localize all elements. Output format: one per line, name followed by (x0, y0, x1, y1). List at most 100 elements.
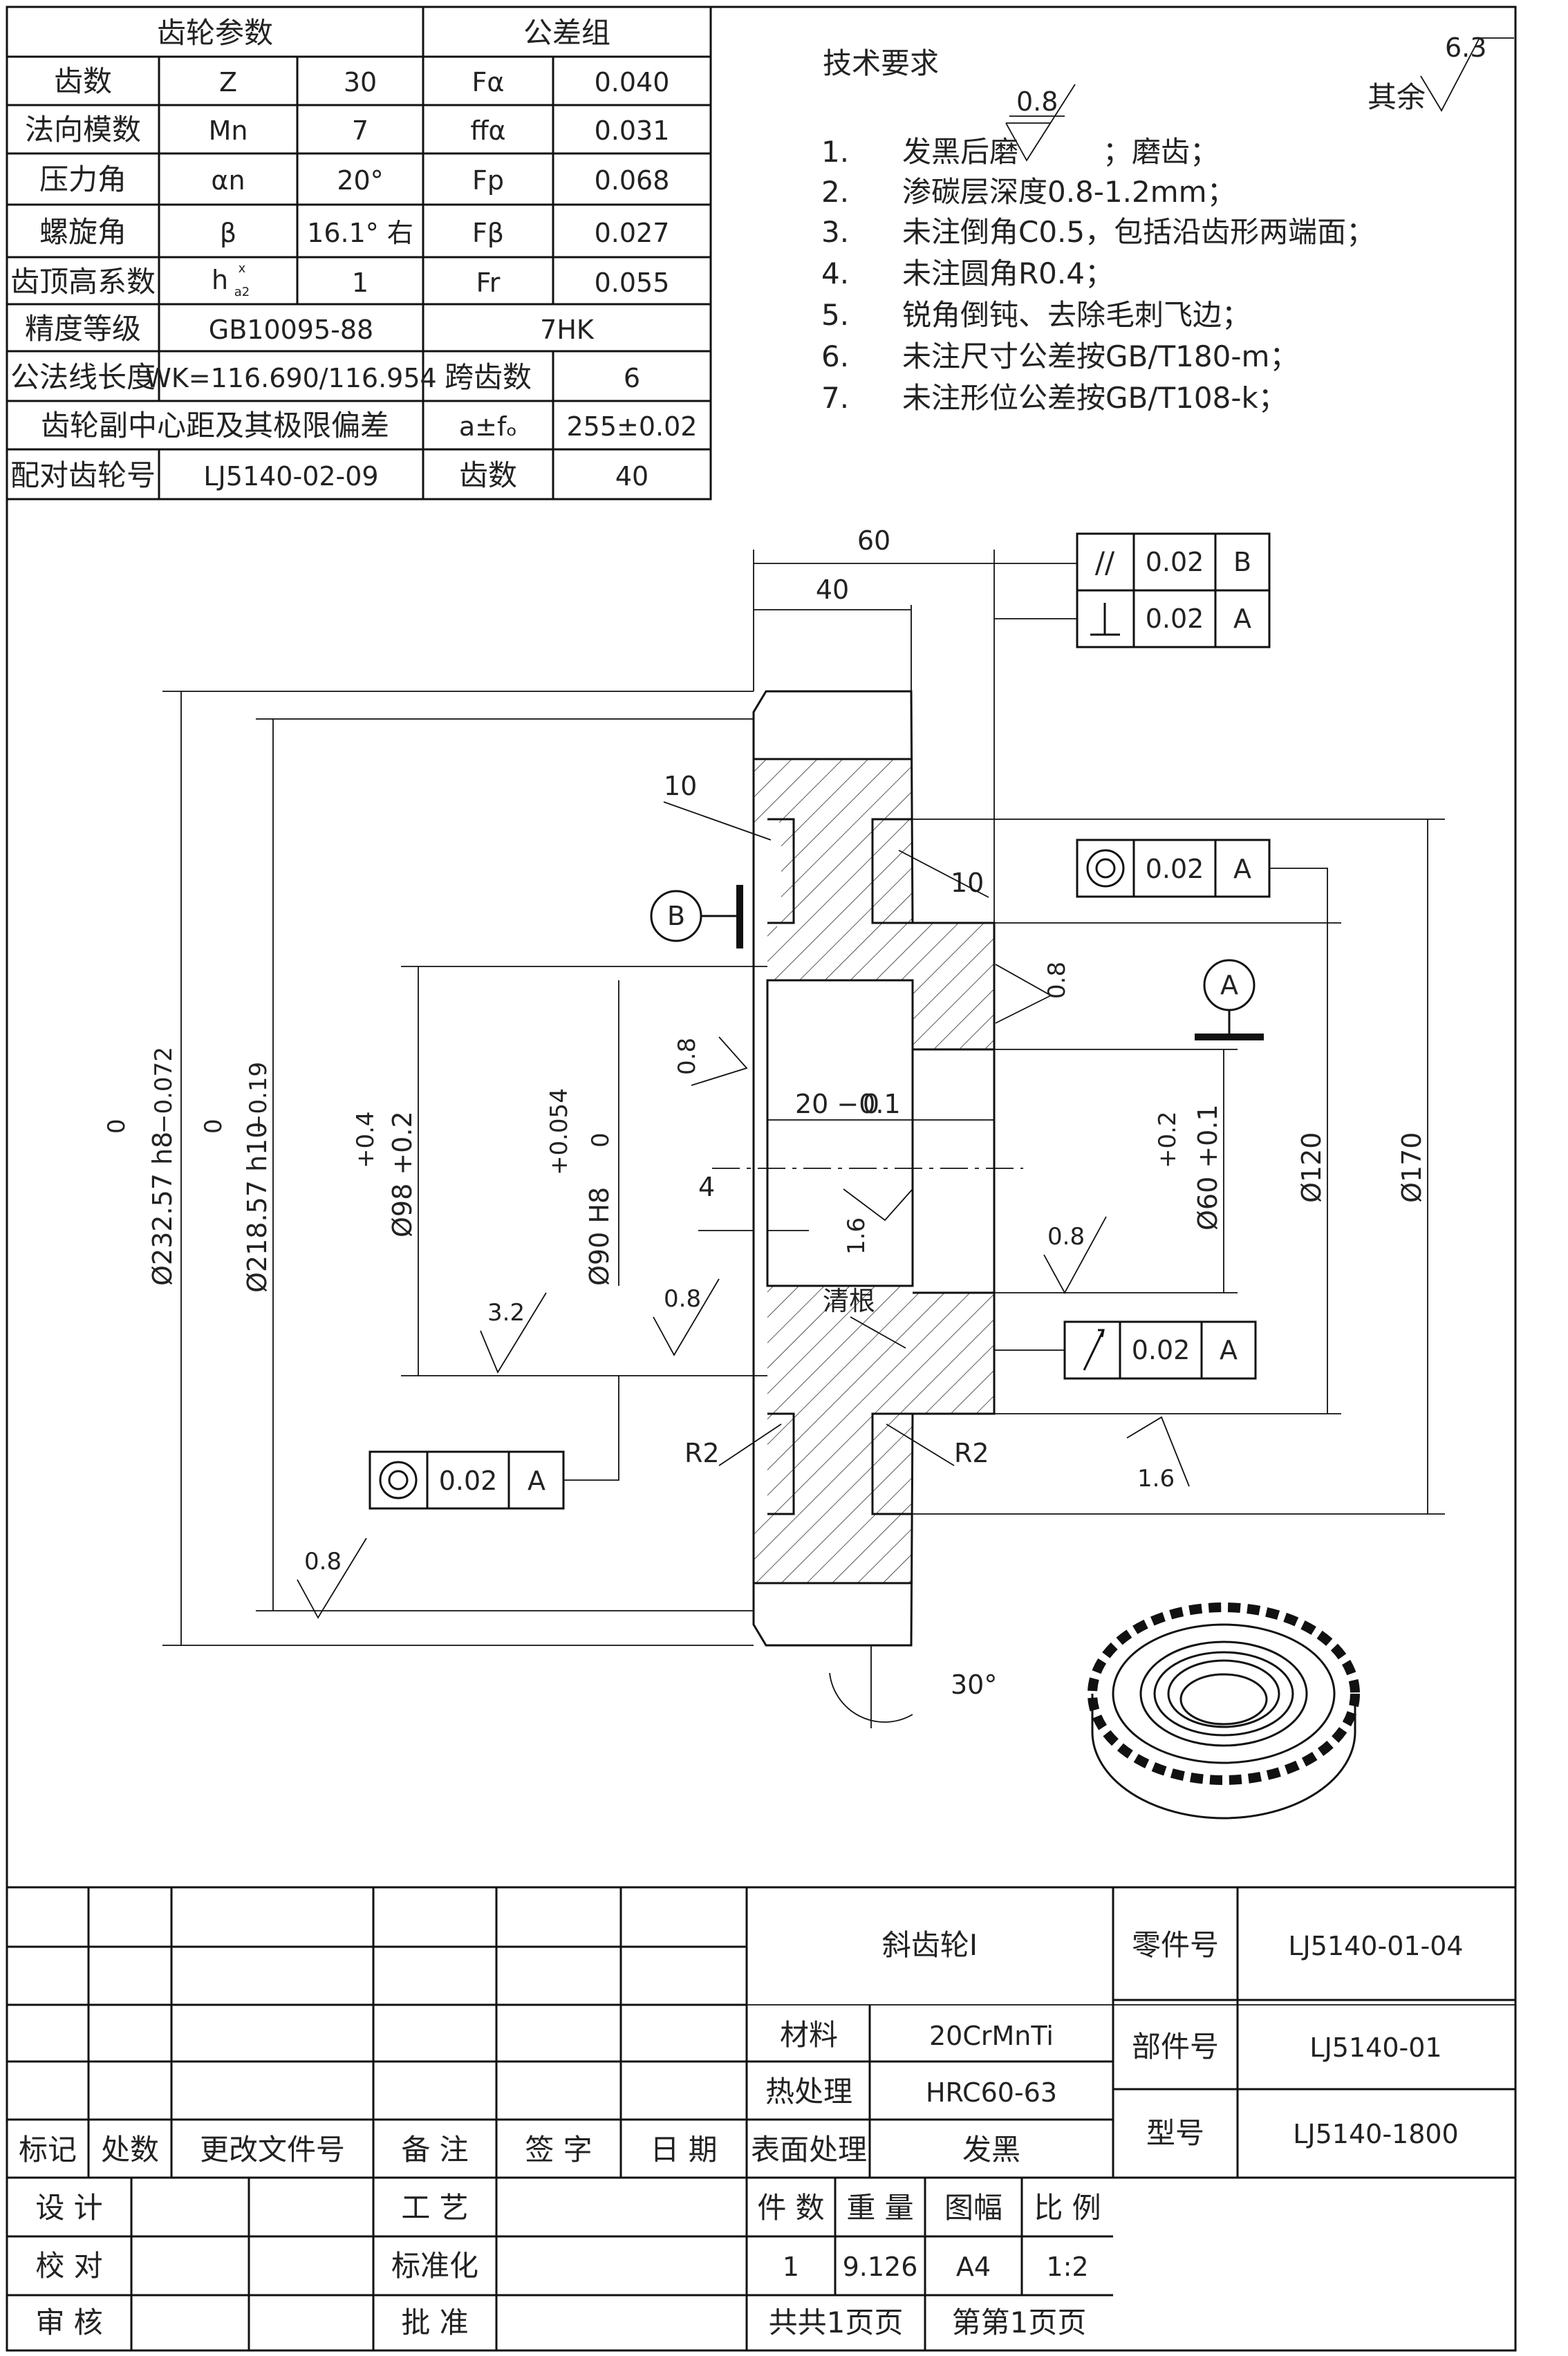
model-label: 型号 (1146, 2116, 1204, 2150)
gdt-datum: A (528, 1466, 545, 1496)
tech-item-num: 5. (821, 298, 849, 332)
dim-tol: +0.4 (352, 1111, 380, 1168)
datum-b: B (650, 885, 743, 948)
tech-item-num: 1. (821, 135, 849, 169)
wk-label: 公法线长度 (10, 360, 156, 394)
part-name: 斜齿轮Ⅰ (882, 1928, 978, 1962)
tol-value: 0.068 (595, 165, 670, 196)
tech-item-text: ；磨齿； (1103, 135, 1219, 169)
roughness-symbol (995, 964, 1052, 1024)
dim-10b: 10 (951, 868, 984, 898)
roughness-value: 1.6 (1137, 1465, 1175, 1493)
sign-label: 校 对 (35, 2249, 102, 2283)
qty-value: 1 (783, 2252, 799, 2282)
tol-symbol: Fr (476, 268, 501, 298)
dim-20-upper: 0 (863, 1089, 879, 1119)
accuracy-value: GB10095-88 (209, 315, 373, 345)
radius-r2-left: R2 (684, 1438, 720, 1468)
dim-phi-170: Ø170 (1397, 1132, 1427, 1203)
mate-gear-value: LJ5140-02-09 (203, 461, 378, 492)
mate-gear-label: 配对齿轮号 (10, 458, 156, 492)
tech-item-text: 未注倒角C0.5，包括沿齿形两端面； (902, 215, 1375, 249)
mate-teeth-value: 40 (615, 461, 648, 492)
sign-label: 设 计 (35, 2191, 102, 2225)
gdt-value: 0.02 (1146, 604, 1204, 634)
dim-phi-98: Ø98 +0.2 (387, 1111, 418, 1237)
param-label: 螺旋角 (39, 215, 127, 249)
qty-value: A4 (956, 2252, 991, 2282)
roughness-symbol (297, 1537, 367, 1619)
tech-item-text: 未注尺寸公差按GB/T180-m； (902, 339, 1298, 373)
gdt-value: 0.02 (1132, 1335, 1191, 1365)
tech-item-num: 7. (821, 381, 849, 415)
qty-header: 重 量 (846, 2191, 913, 2225)
dim-tol: 0 (103, 1119, 131, 1134)
center-distance-label: 齿轮副中心距及其极限偏差 (41, 409, 389, 442)
span-label: 跨齿数 (445, 360, 532, 394)
label-qinggen: 清根 (823, 1286, 875, 1316)
qty-value: 1:2 (1046, 2252, 1088, 2282)
qty-header: 比 例 (1034, 2191, 1101, 2225)
angle-30: 30° (951, 1670, 997, 1700)
center-distance-symbol: a±fₒ (459, 411, 517, 442)
datum-b-letter: B (667, 901, 685, 931)
gdt-datum: A (1233, 604, 1251, 634)
tolerance-group-header: 公差组 (523, 16, 610, 50)
dim-phi-60: Ø60 +0.1 (1193, 1104, 1223, 1231)
param-label: 齿数 (54, 64, 112, 98)
dim-phi-90: Ø90 H8 (584, 1187, 615, 1286)
dim-phi-120: Ø120 (1296, 1132, 1327, 1203)
concentricity-icon (379, 1461, 418, 1499)
tech-item-num: 6. (821, 339, 849, 373)
gdt-value: 0.02 (439, 1466, 498, 1496)
qty-value: 9.126 (843, 2252, 918, 2282)
datum-a: A (1195, 959, 1264, 1040)
tol-value: 0.055 (595, 268, 670, 298)
wk-value: WK=116.690/116.954 (145, 363, 436, 393)
rev-header: 签 字 (525, 2133, 592, 2167)
param-symbol-sup: x (239, 261, 246, 276)
roughness-symbol (1005, 84, 1076, 162)
gdt-concentricity-frame-left: 0.02 A (368, 1450, 565, 1510)
roughness-other-label: 其余 (1368, 80, 1426, 114)
dim-40: 40 (816, 574, 849, 605)
dim-tol: −0.19 (245, 1062, 272, 1134)
concentricity-icon (1086, 849, 1125, 888)
param-value: 20° (337, 165, 383, 196)
param-label: 压力角 (39, 162, 127, 196)
dimensions: 60 40 Ø232.57 h8 0 −0.072 Ø218.57 h10 0 … (103, 525, 1445, 1728)
accuracy-label: 精度等级 (25, 312, 141, 346)
perpendicular-icon (1090, 603, 1120, 636)
technical-requirements: 技术要求 其余 6.3 0.8 1. 发黑后磨 ；磨齿； 2. 渗碳层深度0.8… (821, 32, 1514, 415)
rev-header: 处数 (101, 2133, 159, 2167)
gdt-concentricity-frame-right: 0.02 A (1076, 839, 1271, 898)
gdt-value: 0.02 (1146, 854, 1204, 884)
gear-section-view (712, 690, 1023, 1647)
rev-header: 标记 (19, 2133, 77, 2167)
section-hatch-upper (754, 759, 994, 1049)
assy-no: LJ5140-01 (1309, 2032, 1441, 2063)
dim-tol: 0 (200, 1119, 227, 1134)
sign-label: 批 准 (401, 2306, 468, 2339)
dim-tol: 0 (587, 1132, 615, 1148)
gdt-datum: B (1233, 547, 1251, 577)
roughness-marks: 0.8 0.8 1.6 0.8 3.2 0.8 0.8 1.6 (297, 962, 1190, 1619)
qty-header: 件 数 (757, 2191, 824, 2225)
span-value: 6 (624, 363, 640, 393)
gear-params-header: 齿轮参数 (157, 16, 273, 50)
datum-a-letter: A (1220, 970, 1238, 1000)
param-symbol-sub: a2 (234, 285, 250, 299)
gdt-datum: A (1233, 854, 1251, 884)
tech-item-text: 未注形位公差按GB/T108-k； (902, 381, 1287, 415)
dim-phi-218: Ø218.57 h10 (242, 1122, 272, 1293)
sheet-border (6, 6, 1517, 2352)
rev-header: 更改文件号 (200, 2133, 345, 2167)
tech-item-num: 3. (821, 215, 849, 249)
tech-item-text: 未注圆角R0.4； (902, 256, 1114, 290)
param-symbol: αn (211, 165, 245, 196)
tech-item-text: 渗碳层深度0.8-1.2mm； (902, 175, 1236, 209)
model-no: LJ5140-1800 (1293, 2119, 1459, 2149)
parallel-icon: // (1095, 545, 1115, 579)
